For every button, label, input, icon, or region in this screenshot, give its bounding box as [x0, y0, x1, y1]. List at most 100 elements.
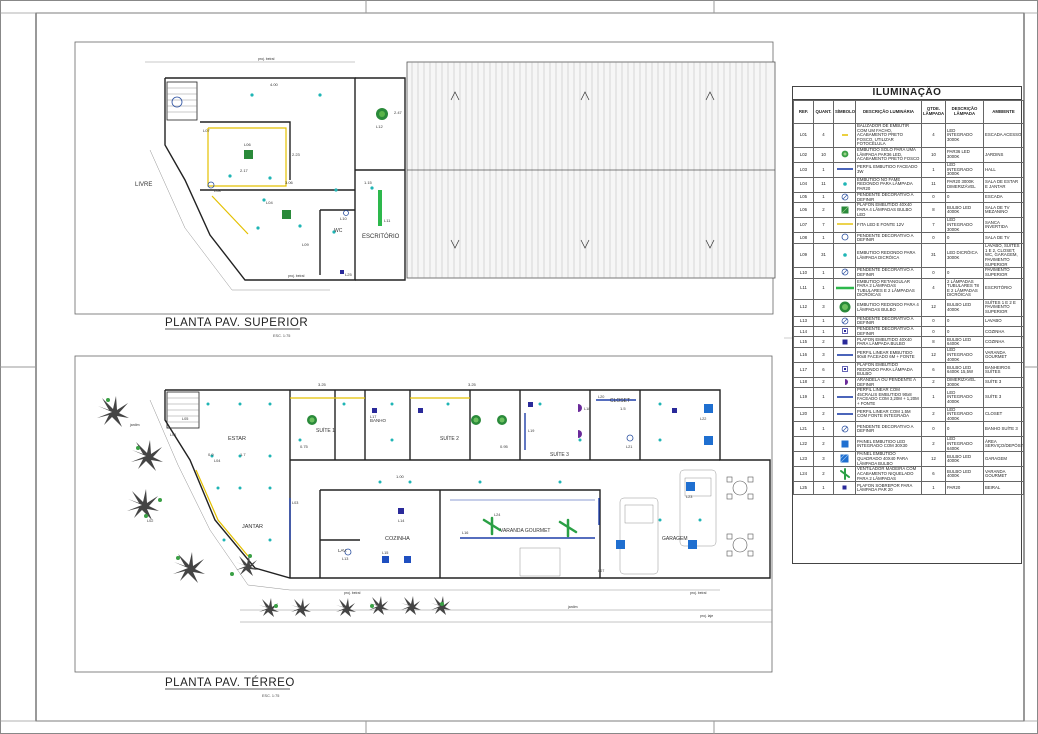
- legend-cell-qtde: 12: [921, 298, 946, 317]
- legend-cell-lamp: 0: [945, 191, 984, 204]
- ground-walls: [164, 389, 771, 579]
- legend-cell-ref: L15: [793, 336, 814, 349]
- legend-cell-ref: L09: [793, 243, 814, 269]
- ground-label-proj-beiral-2: proj. beiral: [690, 591, 707, 595]
- lighting-legend: ILUMINAÇÃO REF. QUANT. SÍMBOLO DESCRIÇÃO…: [792, 86, 1024, 564]
- ground-label-jardim-2: jardim: [567, 605, 578, 609]
- ground-plan-title: PLANTA PAV. TÉRREO: [165, 676, 295, 689]
- legend-cell-desc: PLAFON EMBUTIDO 40X40 PARA 4 LÂMPADAS BU…: [855, 202, 922, 219]
- legend-cell-qtde: 1: [921, 481, 946, 496]
- square-green-icon: [840, 205, 849, 216]
- legend-cell-desc: FITA LED E FONTE 12V: [855, 217, 922, 234]
- legend-cell-amb: SALA DE TV MEZANINO: [983, 202, 1024, 219]
- legend-cell-desc: EMBUTIDO REDONDO PARA 4 LÂMPADAS BULBO: [855, 298, 922, 317]
- upper-light-l25: L25: [345, 272, 352, 277]
- ground-label-lavabo: LAV.: [338, 548, 347, 553]
- legend-cell-qtde: 0: [921, 315, 946, 328]
- legend-cell-amb: BANHEIROS SUÍTES: [983, 362, 1024, 379]
- legend-cell-quant: 2: [813, 377, 834, 389]
- ground-light-l04: L04: [214, 459, 220, 463]
- legend-cell-amb: VARANDA GOURMET: [983, 347, 1024, 364]
- legend-cell-desc: PENDENTE DECORATIVO A DEFINIR: [855, 315, 922, 328]
- upper-light-l10: L10: [340, 216, 347, 221]
- square-navy-icon: [841, 328, 848, 336]
- ground-light-l02: L02: [147, 519, 153, 523]
- legend-cell-symbol: [833, 217, 856, 234]
- legend-cell-qtde: 2: [921, 436, 946, 453]
- legend-cell-quant: 3: [813, 347, 834, 364]
- ground-light-l23: L23: [686, 495, 692, 499]
- line-blue-icon: [836, 353, 854, 359]
- upper-label-proj-beiral-bottom: proj. beiral: [288, 274, 305, 278]
- circle-cross-icon: [841, 193, 849, 202]
- legend-cell-lamp: PAR36 LED 3000K: [945, 146, 984, 163]
- legend-header-lampada: DESCRIÇÃO LÂMPADA: [945, 100, 984, 124]
- legend-cell-qtde: 12: [921, 451, 946, 468]
- legend-cell-lamp: DIMERIZÁVEL 3000K: [945, 377, 984, 389]
- square-blue-icon: [841, 440, 849, 450]
- legend-cell-desc: BALIZADOR DE EMBUTIR COM UM FACHO, ACABA…: [855, 123, 922, 148]
- legend-cell-symbol: [833, 436, 856, 453]
- upper-light-l06: L06: [244, 142, 251, 147]
- legend-cell-ref: L18: [793, 377, 814, 389]
- upper-dim-247: 2.47: [394, 110, 403, 115]
- legend-header-ambiente: AMBIENTE: [983, 100, 1024, 124]
- upper-dim-223: 2.23: [292, 152, 301, 157]
- ground-light-l17: L17: [370, 415, 376, 419]
- legend-header-descricao: DESCRIÇÃO LUMINÁRIA: [855, 100, 922, 124]
- ground-dim-325b: 3.25: [468, 382, 477, 387]
- legend-cell-quant: 1: [813, 326, 834, 338]
- upper-dim-400: 4.00: [270, 82, 279, 87]
- legend-cell-desc: PENDENTE DECORATIVO A DEFINIR: [855, 232, 922, 245]
- legend-cell-symbol: [833, 267, 856, 279]
- legend-cell-lamp: PAR20 3000K DIMERIZÁVEL: [945, 176, 984, 193]
- legend-cell-quant: 2: [813, 336, 834, 349]
- legend-cell-amb: VARANDA GOURMET: [983, 466, 1024, 483]
- legend-cell-symbol: [833, 176, 856, 193]
- legend-cell-lamp: BULBO LED 4000K: [945, 451, 984, 468]
- legend-cell-ref: L10: [793, 267, 814, 279]
- legend-cell-symbol: [833, 451, 856, 468]
- legend-cell-ref: L12: [793, 298, 814, 317]
- ground-dim-325a: 3.25: [318, 382, 327, 387]
- legend-cell-symbol: [833, 315, 856, 328]
- legend-cell-amb: ÁREA SERVIÇO/DEPÓSITO: [983, 436, 1024, 453]
- legend-cell-ref: L23: [793, 451, 814, 468]
- legend-cell-quant: 1: [813, 315, 834, 328]
- legend-cell-lamp: LED DICRÓICA 3000K: [945, 243, 984, 269]
- legend-cell-quant: 4: [813, 123, 834, 148]
- legend-cell-desc: PLAFON SOBREPOR PARA LÂMPADA PAR 20: [855, 481, 922, 496]
- ground-light-l16: L16: [462, 531, 468, 535]
- legend-cell-qtde: 1: [921, 387, 946, 408]
- legend-cell-ref: L07: [793, 217, 814, 234]
- legend-cell-symbol: [833, 243, 856, 269]
- legend-cell-amb: BEIRAL: [983, 481, 1024, 496]
- upper-dim-306: 3.06: [285, 180, 294, 185]
- legend-cell-lamp: 0: [945, 315, 984, 328]
- legend-cell-symbol: [833, 202, 856, 219]
- legend-cell-amb: SALA DE TV: [983, 232, 1024, 245]
- legend-cell-symbol: [833, 466, 856, 483]
- legend-cell-amb: COZINHA: [983, 326, 1024, 338]
- ground-dim-09: 0.9: [208, 452, 214, 457]
- legend-cell-ref: L22: [793, 436, 814, 453]
- legend-cell-desc: PAINEL EMBUTIDO QUADRADO 40X40 PARA LÂMP…: [855, 451, 922, 468]
- roof-area: [406, 61, 776, 279]
- legend-cell-amb: COZINHA: [983, 336, 1024, 349]
- legend-cell-qtde: 0: [921, 326, 946, 338]
- ground-label-banho: BANHO: [370, 418, 387, 423]
- ground-lights: [106, 398, 713, 608]
- legend-cell-symbol: [833, 387, 856, 408]
